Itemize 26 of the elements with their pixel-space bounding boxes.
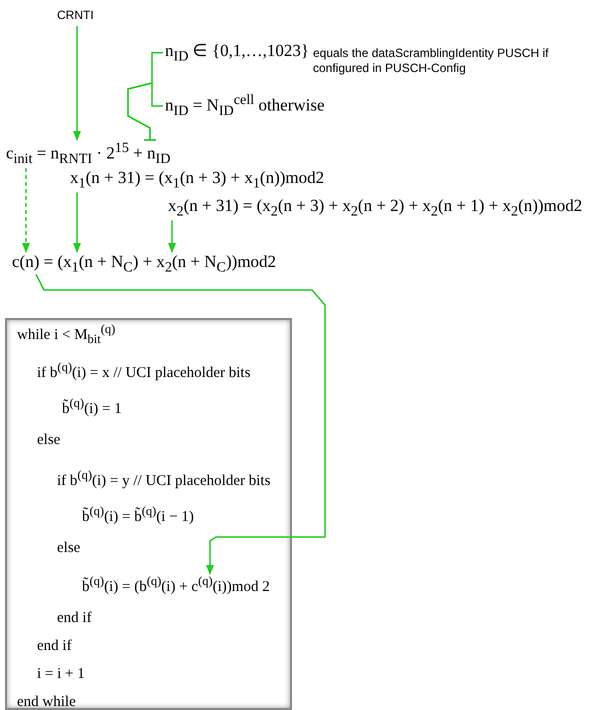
code-line: if b$^{(q)}$(i) = y // UCI placeholder bits — [57, 468, 270, 490]
description-text: equals the dataScramblingIdentity PUSCH if configured in PUSCH-Config — [313, 46, 550, 76]
code-line: else — [57, 540, 80, 557]
arrow — [168, 220, 176, 253]
formula: x$_{1}$(n + 31) = (x$_{1}$(n + 3) + x$_{1}$(n))mod2 — [70, 168, 324, 192]
arrow — [73, 192, 81, 253]
formula: n$_{ID}$ ∈ {0,1,…,1023} — [165, 40, 310, 66]
code-line: b̃$^{(q)}$(i) = b̃$^{(q)}$(i − 1) — [82, 504, 194, 526]
arrow — [22, 168, 30, 253]
code-line: i = i + 1 — [37, 666, 85, 683]
code-line: if b$^{(q)}$(i) = x // UCI placeholder bits — [37, 360, 250, 382]
formula: n$_{ID}$ = N$_{ID}$$^{cell}$ otherwise — [165, 92, 325, 120]
formula: x$_{2}$(n + 31) = (x$_{2}$(n + 3) + x$_{2}$(n + 2) + x$_{2}$(n + 1) + x$_{2}$(n))mod2 — [168, 196, 582, 220]
code-line: b̃$^{(q)}$(i) = (b$^{(q)}$(i) + c$^{(q)}$(i))mod 2 — [82, 574, 270, 596]
formula: c$_{init}$ = n$_{RNTI}$ · 2$^{15}$ + n$_{ID}$ — [6, 140, 170, 168]
arrow — [35, 274, 326, 575]
code-line: b̃$^{(q)}$(i) = 1 — [62, 396, 122, 418]
input-label: CRNTI — [57, 8, 94, 22]
code-line: end if — [37, 638, 72, 655]
formula: c(n) = (x$_{1}$(n + N$_{C}$) + x$_{2}$(n + N$_{C}$))mod2 — [12, 252, 276, 276]
bracket-line — [127, 82, 163, 141]
code-line: else — [37, 432, 60, 449]
code-line: end while — [17, 694, 76, 710]
arrow — [73, 26, 81, 141]
code-line: end if — [57, 610, 92, 627]
code-box — [5, 318, 292, 710]
